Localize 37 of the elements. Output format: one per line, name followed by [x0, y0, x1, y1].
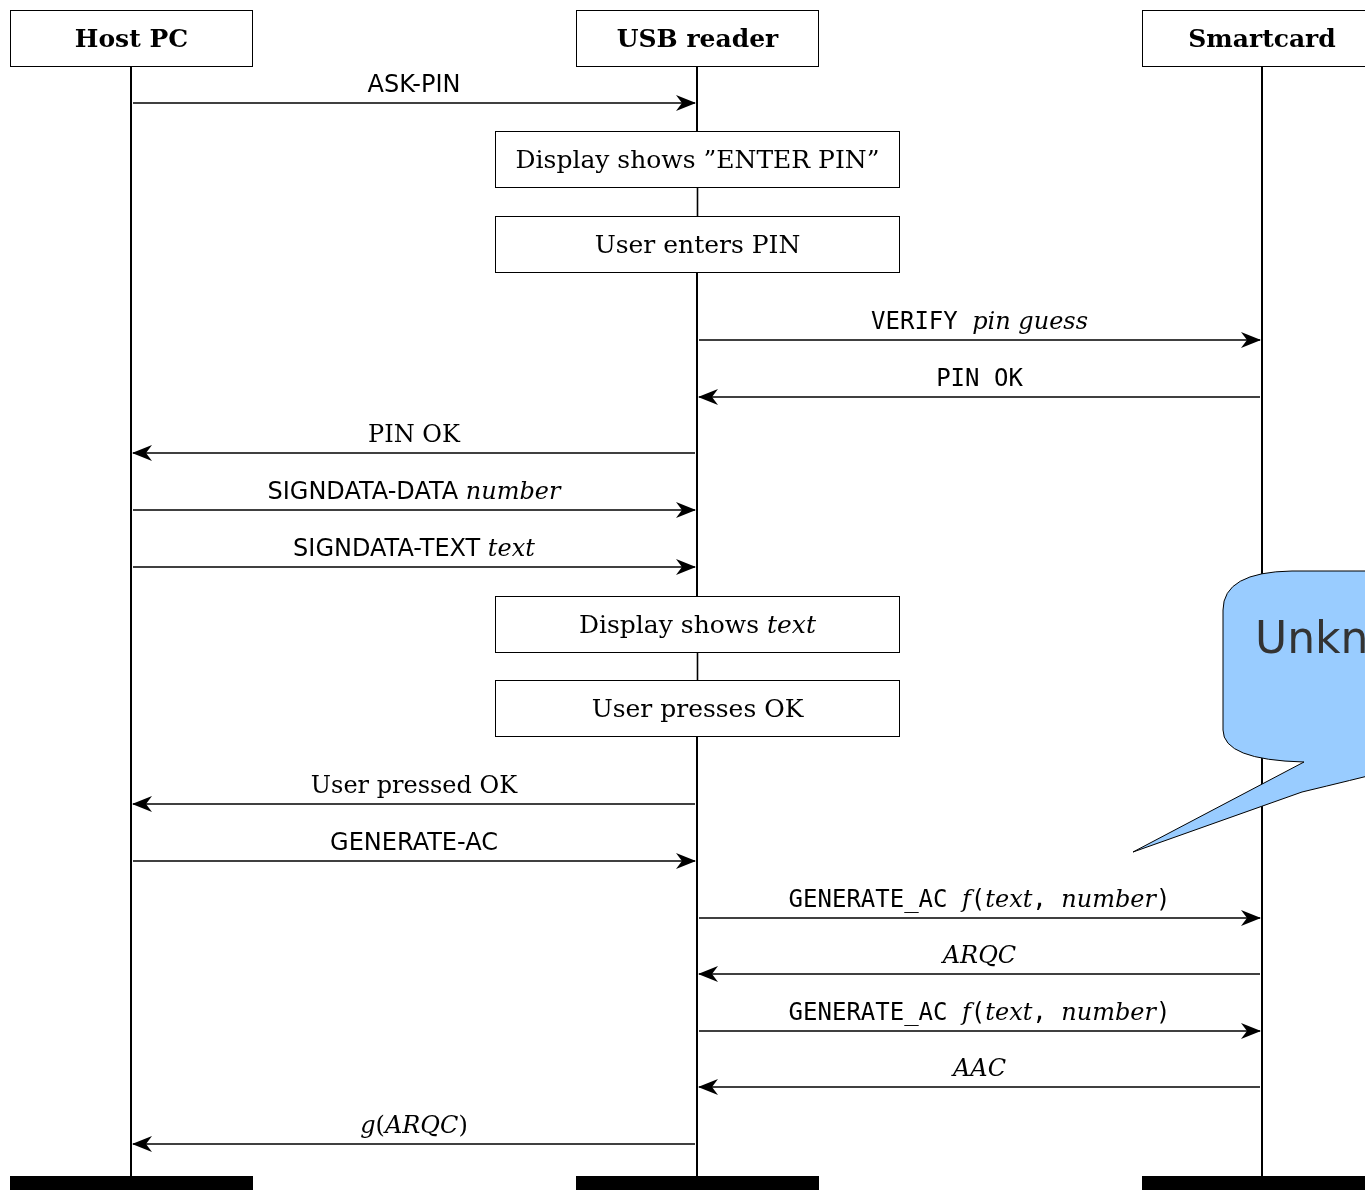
message-arrow	[132, 796, 696, 812]
message-arrow	[132, 95, 696, 111]
action-box	[495, 680, 900, 737]
message-arrow	[698, 910, 1261, 926]
lifeline-segment	[696, 187, 699, 217]
message-arrow	[698, 1079, 1261, 1095]
message-arrow	[698, 1023, 1261, 1039]
lifeline	[695, 273, 699, 596]
lifeline-end-bar	[1142, 1176, 1365, 1190]
action-box	[495, 216, 900, 273]
participant-name: Host PC	[74, 24, 189, 53]
message-arrow	[698, 332, 1261, 348]
action-text: User enters PIN	[594, 230, 801, 259]
message-arrow	[132, 502, 696, 518]
participant-box	[576, 10, 819, 67]
lifeline-segment	[696, 652, 699, 681]
message-arrow	[698, 966, 1261, 982]
lifeline	[129, 67, 133, 1176]
action-box	[495, 131, 900, 188]
message-arrow	[698, 389, 1261, 405]
lifeline-end-bar	[10, 1176, 253, 1190]
lifeline	[695, 737, 699, 1176]
action-box	[495, 596, 900, 653]
participant-box	[10, 10, 253, 67]
message-arrow	[132, 559, 696, 575]
participant-name: Smartcard	[1188, 24, 1336, 53]
callout-text: Unkn	[1255, 612, 1365, 663]
lifeline	[695, 67, 699, 131]
lifeline-end-bar	[576, 1176, 819, 1190]
message-arrow	[132, 853, 696, 869]
message-arrow	[132, 1136, 696, 1152]
message-arrow	[132, 445, 696, 461]
action-text: Display shows ”ENTER PIN”	[515, 145, 880, 174]
action-text: User presses OK	[591, 694, 804, 723]
participant-box	[1142, 10, 1365, 67]
participant-name: USB reader	[616, 24, 779, 53]
action-text: Display shows text	[579, 610, 816, 639]
